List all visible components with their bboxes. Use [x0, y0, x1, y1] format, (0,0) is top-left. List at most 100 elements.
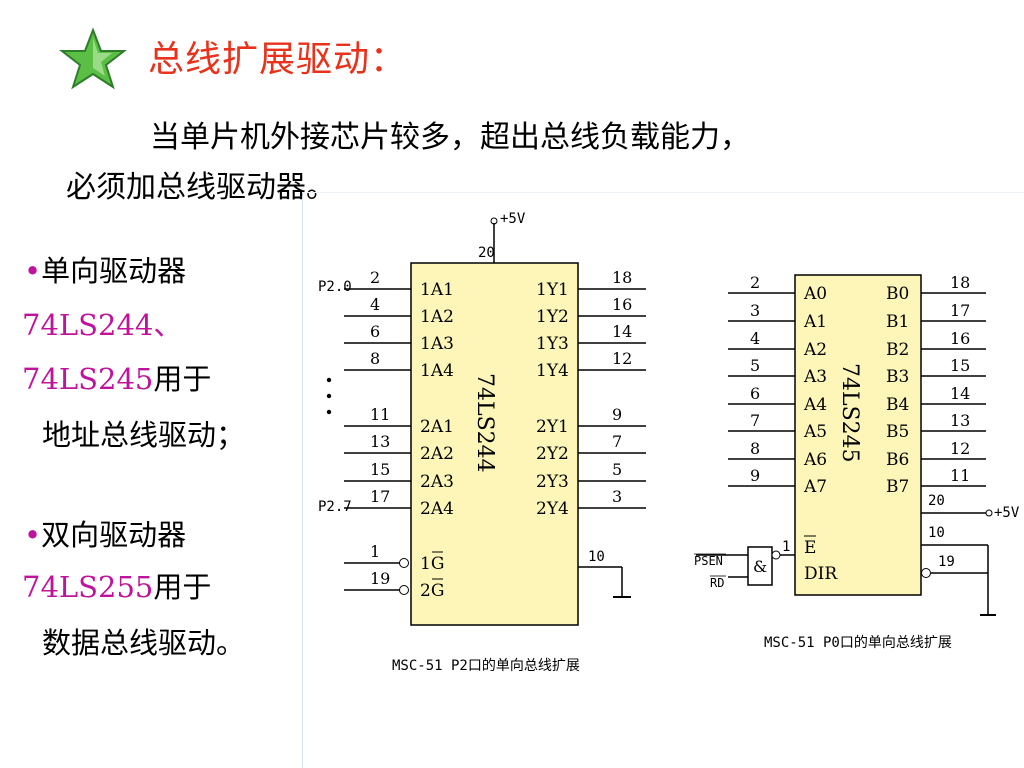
a-pin-number: 8 — [750, 439, 760, 458]
a-pin-number: 2 — [750, 273, 760, 292]
b-pin-number: 17 — [950, 301, 970, 320]
bullet-1-chips: 74LS245用于 — [22, 362, 212, 396]
dir-pin: 19 — [938, 554, 955, 570]
input-label: 2A2 — [420, 444, 454, 464]
a-label: A7 — [803, 477, 827, 497]
a-pin-number: 7 — [750, 411, 760, 430]
left-pin-number: 4 — [370, 295, 380, 314]
b-pin-number: 11 — [950, 466, 970, 485]
dir-label: DIR — [804, 564, 838, 584]
e-label: E — [804, 538, 816, 558]
intro-line-1: 当单片机外接芯片较多，超出总线负载能力， — [150, 120, 750, 155]
enable-pin-number: 1 — [370, 542, 380, 561]
output-label: 2Y4 — [536, 499, 569, 519]
vcc-label: +5V — [500, 211, 526, 227]
b-label: B6 — [886, 450, 909, 470]
chip-label-245: 74LS245 — [837, 363, 862, 463]
b-label: B0 — [886, 284, 909, 304]
p27-label: P2.7 — [318, 499, 352, 515]
right-pin-number: 18 — [612, 268, 632, 287]
enable-label: 1G — [420, 554, 444, 574]
a-label: A4 — [803, 395, 827, 415]
input-label: 2A1 — [420, 417, 454, 437]
chip-74ls245-body — [794, 274, 922, 596]
divider — [302, 196, 303, 768]
right-pin-number: 3 — [612, 487, 622, 506]
enable-bubble — [399, 585, 409, 595]
and-gate: & — [753, 557, 767, 576]
right-pin-number: 9 — [612, 405, 622, 424]
bullet-1-heading: •单向驱动器 — [24, 254, 187, 288]
caption-244: MSC-51 P2口的单向总线扩展 — [392, 658, 580, 674]
vcc-label-245: +5V — [994, 505, 1020, 521]
b-label: B3 — [886, 367, 909, 387]
a-pin-number: 4 — [750, 329, 760, 348]
input-label: 1A3 — [420, 334, 454, 354]
p20-label: P2.0 — [318, 279, 352, 295]
b-label: B5 — [886, 422, 909, 442]
right-pin-number: 14 — [612, 322, 632, 341]
left-pin-number: 13 — [370, 432, 390, 451]
output-label: 1Y1 — [536, 280, 569, 300]
a-label: A0 — [803, 284, 827, 304]
a-pin-number: 6 — [750, 384, 760, 403]
input-label: 2A3 — [420, 472, 454, 492]
left-pin-number: 15 — [370, 460, 390, 479]
bullet-2-chip: 74LS255用于 — [22, 570, 212, 604]
a-pin-number: 5 — [750, 356, 760, 375]
bullet-1-chip-1: 74LS244、 — [22, 308, 183, 342]
left-pin-number: 8 — [370, 349, 380, 368]
a-label: A3 — [803, 367, 827, 387]
gnd-pin-245: 10 — [928, 525, 945, 541]
left-pin-number: 11 — [370, 405, 390, 424]
input-label: 1A1 — [420, 280, 454, 300]
a-label: A6 — [803, 450, 827, 470]
b-pin-number: 15 — [950, 356, 970, 375]
output-label: 1Y3 — [536, 334, 569, 354]
enable-label: 2G — [420, 581, 444, 601]
a-pin-number: 9 — [750, 466, 760, 485]
input-label: 1A2 — [420, 307, 454, 327]
right-pin-number: 5 — [612, 460, 622, 479]
caption-245: MSC-51 P0口的单向总线扩展 — [764, 635, 952, 651]
a-label: A1 — [803, 312, 827, 332]
b-label: B7 — [886, 477, 909, 497]
bullet-2-desc: 数据总线驱动。 — [42, 626, 246, 660]
a-label: A2 — [803, 340, 827, 360]
b-pin-number: 14 — [950, 384, 970, 403]
b-pin-number: 18 — [950, 273, 970, 292]
rd-label: RD — [710, 576, 724, 590]
divider-top — [302, 192, 1024, 193]
psen-label: PSEN — [694, 554, 723, 568]
enable-pin-number: 19 — [370, 569, 390, 588]
vcc-pin: 20 — [478, 245, 495, 261]
intro-line-2: 必须加总线驱动器。 — [66, 170, 336, 205]
e-pin: 1 — [782, 539, 790, 555]
b-pin-number: 16 — [950, 329, 970, 348]
b-label: B1 — [886, 312, 909, 332]
star-icon — [59, 27, 127, 90]
right-pin-number: 16 — [612, 295, 632, 314]
output-label: 1Y4 — [536, 361, 569, 381]
b-pin-number: 12 — [950, 439, 970, 458]
output-label: 2Y3 — [536, 472, 569, 492]
a-pin-number: 3 — [750, 301, 760, 320]
page-title: 总线扩展驱动： — [148, 39, 408, 80]
chip-label: 74LS244 — [472, 373, 497, 473]
left-pin-number: 2 — [370, 268, 380, 287]
output-label: 2Y2 — [536, 444, 569, 464]
output-label: 1Y2 — [536, 307, 569, 327]
b-label: B4 — [886, 395, 909, 415]
b-pin-number: 13 — [950, 411, 970, 430]
b-label: B2 — [886, 340, 909, 360]
left-pin-number: 6 — [370, 322, 380, 341]
right-pin-number: 12 — [612, 349, 632, 368]
input-label: 2A4 — [420, 499, 454, 519]
input-label: 1A4 — [420, 361, 454, 381]
a-label: A5 — [803, 422, 827, 442]
right-pin-number: 7 — [612, 432, 622, 451]
enable-bubble — [399, 558, 409, 568]
output-label: 2Y1 — [536, 417, 569, 437]
bullet-2-heading: •双向驱动器 — [24, 518, 187, 552]
